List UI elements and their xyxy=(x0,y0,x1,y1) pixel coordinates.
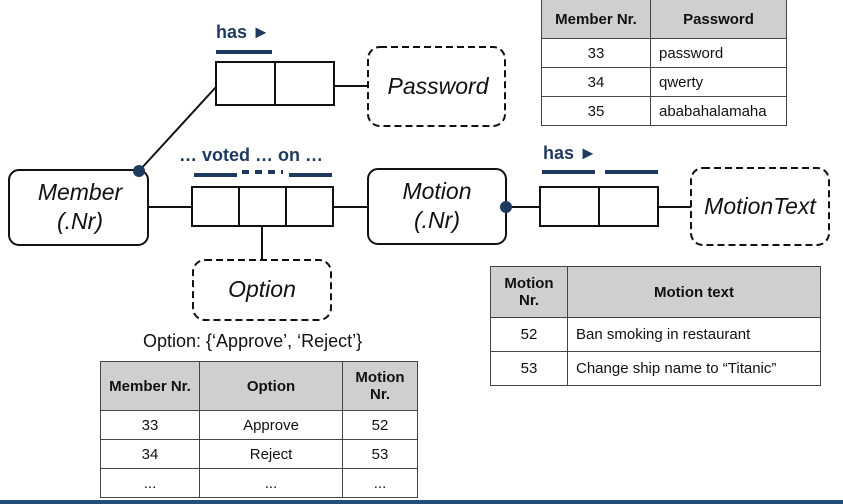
cell-member-nr: 33 xyxy=(100,410,200,440)
member-label: Member xyxy=(38,179,124,205)
table-row: 33 Approve 52 xyxy=(100,410,418,440)
role-box[interactable] xyxy=(539,186,600,227)
role-box[interactable] xyxy=(238,186,287,227)
col-header-password: Password xyxy=(650,0,787,39)
member-ref-label: (.Nr) xyxy=(57,208,103,234)
mandatory-dot xyxy=(500,201,512,213)
table-row: 52 Ban smoking in restaurant xyxy=(490,317,821,352)
value-option[interactable] xyxy=(192,259,332,321)
cell-option: Reject xyxy=(199,439,343,469)
role-box[interactable] xyxy=(191,186,240,227)
option-constraint-caption: Option: {‘Approve’, ‘Reject’} xyxy=(143,331,363,351)
mandatory-dot xyxy=(133,165,145,177)
cell-member-nr: 35 xyxy=(541,96,651,126)
entity-member[interactable] xyxy=(8,169,149,246)
motion-label: Motion xyxy=(402,178,471,204)
password-table: Member Nr. Password 33 password 34 qwert… xyxy=(541,0,787,126)
has-role-label: has ► xyxy=(216,22,270,42)
col-header-motion-text: Motion text xyxy=(567,266,821,318)
role-box[interactable] xyxy=(598,186,659,227)
motion-ref-label: (.Nr) xyxy=(414,207,460,233)
cell-member-nr: ... xyxy=(100,468,200,498)
cell-option: Approve xyxy=(199,410,343,440)
cell-motion-nr: 52 xyxy=(490,317,568,352)
cell-motion-nr: 53 xyxy=(342,439,418,469)
table-row: 33 password xyxy=(541,38,787,68)
cell-motion-nr: 52 xyxy=(342,410,418,440)
cell-motion-text: Change ship name to “Titanic” xyxy=(567,351,821,386)
table-row: 34 qwerty xyxy=(541,67,787,97)
value-password[interactable] xyxy=(367,46,506,127)
password-label: Password xyxy=(388,73,490,99)
vote-table: Member Nr. Option Motion Nr. 33 Approve … xyxy=(100,361,418,498)
col-header-member-nr: Member Nr. xyxy=(100,361,200,411)
role-box[interactable] xyxy=(274,61,335,106)
value-motiontext[interactable] xyxy=(690,167,830,246)
table-row: 35 ababahalamaha xyxy=(541,96,787,126)
cell-password: ababahalamaha xyxy=(650,96,787,126)
col-header-option: Option xyxy=(199,361,343,411)
role-box[interactable] xyxy=(285,186,334,227)
role-box[interactable] xyxy=(215,61,276,106)
col-header-member-nr: Member Nr. xyxy=(541,0,651,39)
col-header-motion-nr: Motion Nr. xyxy=(490,266,568,318)
cell-option: ... xyxy=(199,468,343,498)
cell-member-nr: 33 xyxy=(541,38,651,68)
cell-password: qwerty xyxy=(650,67,787,97)
voted-role-label: … voted … on … xyxy=(179,145,323,165)
bottom-accent-bar xyxy=(0,500,843,504)
table-row: 53 Change ship name to “Titanic” xyxy=(490,351,821,386)
cell-motion-text: Ban smoking in restaurant xyxy=(567,317,821,352)
motiontext-label: MotionText xyxy=(704,193,817,219)
option-label: Option xyxy=(228,276,296,302)
motion-table: Motion Nr. Motion text 52 Ban smoking in… xyxy=(490,266,821,386)
table-row: ... ... ... xyxy=(100,468,418,498)
cell-password: password xyxy=(650,38,787,68)
table-row: 34 Reject 53 xyxy=(100,439,418,469)
member-to-has-line xyxy=(138,86,217,172)
motion-has-role-label: has ► xyxy=(543,143,597,163)
cell-member-nr: 34 xyxy=(541,67,651,97)
col-header-motion-nr: Motion Nr. xyxy=(342,361,418,411)
cell-motion-nr: ... xyxy=(342,468,418,498)
cell-member-nr: 34 xyxy=(100,439,200,469)
cell-motion-nr: 53 xyxy=(490,351,568,386)
